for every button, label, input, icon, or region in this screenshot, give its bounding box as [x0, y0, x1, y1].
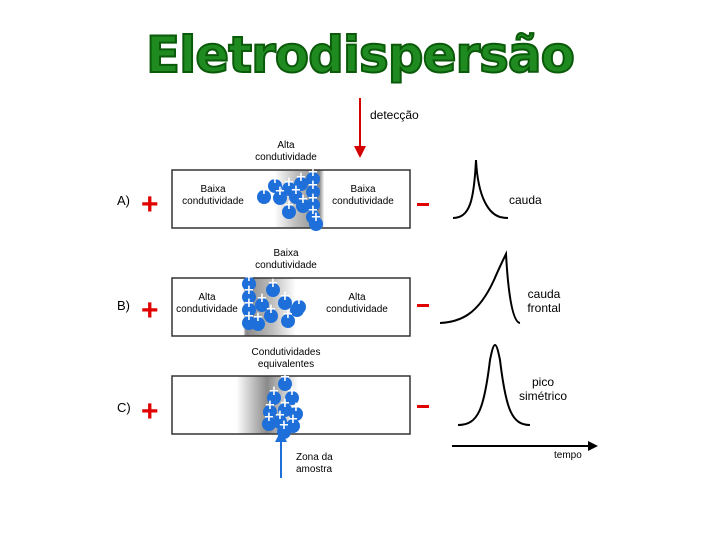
ion-a-12	[309, 217, 323, 231]
ion-b-6	[278, 296, 292, 310]
ion-a-0	[306, 172, 320, 186]
ion-a-11-charge: +	[308, 203, 319, 218]
ion-b-9	[251, 317, 265, 331]
ion-c-4	[263, 405, 277, 419]
ion-c-5-charge: +	[291, 400, 302, 415]
ion-a-3-charge: +	[270, 172, 281, 187]
ion-a-1	[294, 177, 308, 191]
ion-b-0	[242, 277, 256, 291]
ion-c-4-charge: +	[265, 398, 276, 413]
peak-b-curve	[439, 250, 521, 324]
peak-a-curve	[452, 159, 509, 219]
row-label-b: B)	[117, 298, 130, 313]
anode-plus-c: +	[141, 395, 159, 428]
ion-a-7-charge: +	[308, 178, 319, 193]
ion-b-6-charge: +	[280, 289, 291, 304]
time-axis-label: tempo	[554, 450, 582, 461]
ion-cluster-b: ++++++++++++	[242, 270, 306, 331]
ion-cluster-a: +++++++++++++	[257, 165, 323, 231]
ion-a-8-charge: +	[308, 191, 319, 206]
row-label-a: A)	[117, 193, 130, 208]
ion-a-6-charge: +	[291, 183, 302, 198]
ion-b-3-charge: +	[244, 309, 255, 324]
cathode-minus-b	[417, 304, 429, 307]
ion-c-8-charge: +	[288, 412, 299, 427]
detection-label: detecção	[370, 108, 419, 122]
ion-a-4-charge: +	[259, 183, 270, 198]
ion-b-10	[281, 314, 295, 328]
ion-a-10	[282, 205, 296, 219]
ion-b-0-charge: +	[244, 270, 255, 285]
ion-c-1-charge: +	[269, 384, 280, 399]
ion-c-5	[289, 407, 303, 421]
ion-a-2-charge: +	[284, 175, 295, 190]
ion-a-7	[306, 185, 320, 199]
ion-a-5-charge: +	[275, 184, 286, 199]
ion-c-2	[285, 391, 299, 405]
ion-b-2-charge: +	[244, 296, 255, 311]
ion-b-4-charge: +	[268, 276, 279, 291]
ion-c-0	[278, 377, 292, 391]
ion-b-9-charge: +	[253, 310, 264, 325]
page-title: Eletrodispersão	[145, 25, 576, 85]
ion-b-5-charge: +	[257, 291, 268, 306]
result-label-a: cauda	[509, 193, 542, 207]
ion-c-6-charge: +	[275, 408, 286, 423]
time-axis-arrowhead	[588, 441, 598, 451]
ion-b-11-charge: +	[294, 293, 305, 308]
ion-a-0-charge: +	[308, 165, 319, 180]
ion-b-1	[242, 290, 256, 304]
ion-cluster-c: ++++++++++	[262, 370, 303, 439]
ion-b-4	[266, 283, 280, 297]
cathode-minus-c	[417, 405, 429, 408]
ion-c-1	[267, 391, 281, 405]
ion-c-7	[262, 417, 276, 431]
anode-plus-a: +	[141, 188, 159, 221]
cathode-minus-a	[417, 203, 429, 206]
ion-c-9	[277, 425, 291, 439]
ion-b-11	[292, 300, 306, 314]
ion-b-1-charge: +	[244, 283, 255, 298]
ion-c-2-charge: +	[287, 384, 298, 399]
anode-plus-b: +	[141, 294, 159, 327]
ion-a-1-charge: +	[296, 170, 307, 185]
detector-arrow-head	[354, 146, 366, 158]
row-label-c: C)	[117, 400, 131, 415]
ion-b-8	[264, 309, 278, 323]
ion-a-5	[273, 191, 287, 205]
ion-c-0-charge: +	[280, 370, 291, 385]
ion-a-10-charge: +	[284, 198, 295, 213]
peak-c-curve	[457, 344, 531, 426]
ion-a-4	[257, 190, 271, 204]
ion-a-9-charge: +	[298, 192, 309, 207]
ion-b-8-charge: +	[266, 302, 277, 317]
ion-c-3-charge: +	[280, 396, 291, 411]
ion-a-9	[296, 199, 310, 213]
ion-c-3	[278, 403, 292, 417]
ion-c-7-charge: +	[264, 410, 275, 425]
ion-b-10-charge: +	[283, 307, 294, 322]
ion-c-9-charge: +	[279, 418, 290, 433]
ion-b-2	[242, 303, 256, 317]
ion-a-12-charge: +	[311, 210, 322, 225]
ion-b-5	[255, 298, 269, 312]
ion-a-3	[268, 179, 282, 193]
